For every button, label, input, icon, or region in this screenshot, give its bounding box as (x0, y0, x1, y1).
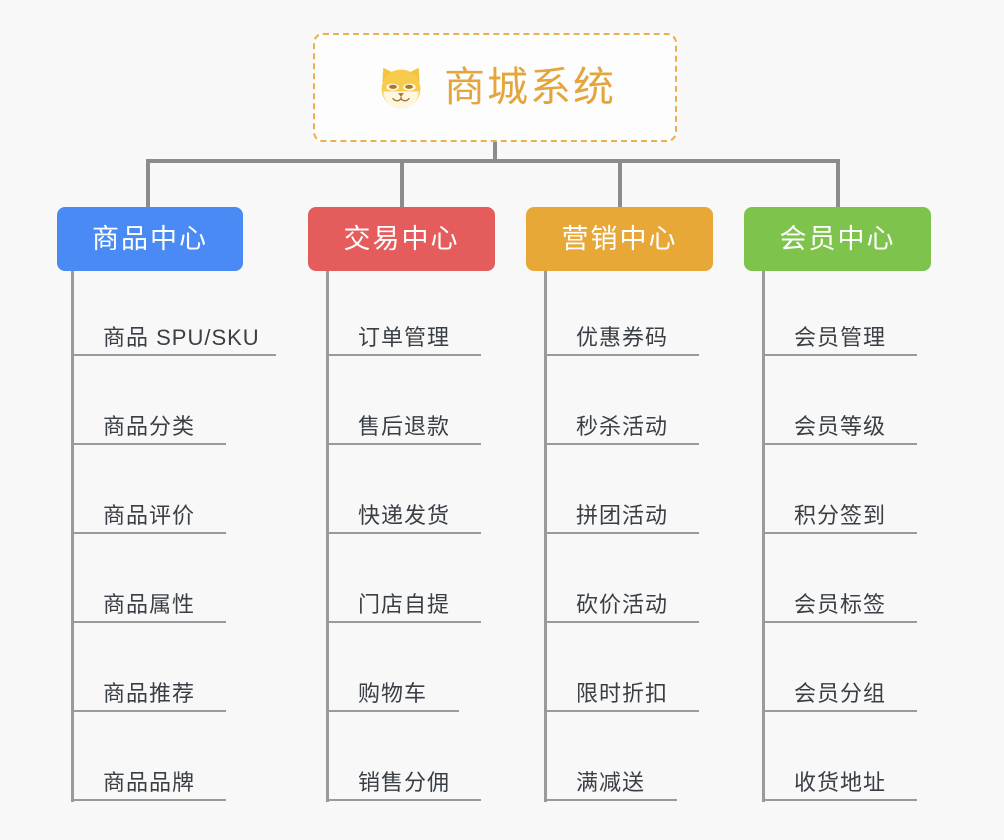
leaf-label: 优惠券码 (576, 324, 669, 350)
leaf-item-4-3[interactable]: 积分签到 (762, 466, 917, 534)
leaf-item-2-3[interactable]: 快递发货 (326, 466, 481, 534)
leaf-label: 满减送 (576, 769, 646, 795)
leaf-label: 商品 SPU/SKU (103, 324, 260, 350)
leaf-label: 积分签到 (794, 502, 887, 528)
category-label-1: 商品中心 (92, 223, 208, 254)
leaf-item-3-4[interactable]: 砍价活动 (544, 555, 699, 623)
leaf-item-2-6[interactable]: 销售分佣 (326, 733, 481, 801)
leaf-label: 拼团活动 (576, 502, 669, 528)
leaf-label: 商品推荐 (103, 680, 196, 706)
category-box-会员中心[interactable]: 会员中心 (744, 207, 931, 271)
connector-root-stem (493, 142, 497, 162)
root-node-商城系统[interactable]: 商城系统 (313, 33, 677, 142)
leaf-label: 快递发货 (358, 502, 451, 528)
leaf-item-1-4[interactable]: 商品属性 (71, 555, 226, 623)
leaf-item-4-6[interactable]: 收货地址 (762, 733, 917, 801)
leaf-label: 限时折扣 (576, 680, 669, 706)
branch-trunk-4 (762, 271, 765, 802)
leaf-item-3-1[interactable]: 优惠券码 (544, 288, 699, 356)
leaf-item-4-1[interactable]: 会员管理 (762, 288, 917, 356)
connector-drop-4 (836, 159, 840, 207)
leaf-label: 会员分组 (794, 680, 887, 706)
leaf-label: 会员标签 (794, 591, 887, 617)
connector-drop-3 (618, 159, 622, 207)
leaf-item-3-6[interactable]: 满减送 (544, 733, 677, 801)
category-label-4: 会员中心 (779, 223, 896, 254)
leaf-label: 购物车 (358, 680, 428, 706)
leaf-item-3-5[interactable]: 限时折扣 (544, 644, 699, 712)
category-box-交易中心[interactable]: 交易中心 (308, 207, 495, 271)
root-title: 商城系统 (444, 64, 616, 110)
leaf-item-1-5[interactable]: 商品推荐 (71, 644, 226, 712)
leaf-label: 会员等级 (794, 413, 887, 439)
leaf-label: 销售分佣 (358, 769, 451, 795)
leaf-label: 售后退款 (358, 413, 451, 439)
leaf-label: 门店自提 (358, 591, 451, 617)
category-label-3: 营销中心 (561, 223, 678, 254)
leaf-item-4-2[interactable]: 会员等级 (762, 377, 917, 445)
leaf-item-3-3[interactable]: 拼团活动 (544, 466, 699, 534)
connector-drop-1 (146, 159, 150, 207)
branch-trunk-1 (71, 271, 74, 802)
leaf-item-2-1[interactable]: 订单管理 (326, 288, 481, 356)
leaf-label: 商品品牌 (103, 769, 196, 795)
category-label-2: 交易中心 (343, 223, 460, 254)
leaf-item-3-2[interactable]: 秒杀活动 (544, 377, 699, 445)
branch-trunk-2 (326, 271, 329, 802)
leaf-item-1-3[interactable]: 商品评价 (71, 466, 226, 534)
leaf-label: 收货地址 (794, 769, 887, 795)
connector-horizontal-bus (148, 159, 840, 163)
category-box-商品中心[interactable]: 商品中心 (57, 207, 243, 271)
leaf-label: 商品属性 (103, 591, 196, 617)
leaf-item-4-4[interactable]: 会员标签 (762, 555, 917, 623)
leaf-label: 商品评价 (103, 502, 196, 528)
leaf-label: 商品分类 (103, 413, 196, 439)
leaf-label: 会员管理 (794, 324, 887, 350)
leaf-item-1-2[interactable]: 商品分类 (71, 377, 226, 445)
leaf-label: 秒杀活动 (576, 413, 669, 439)
leaf-item-2-4[interactable]: 门店自提 (326, 555, 481, 623)
connector-drop-2 (400, 159, 404, 207)
shiba-dog-face-icon (381, 67, 421, 109)
leaf-label: 订单管理 (358, 324, 451, 350)
leaf-item-4-5[interactable]: 会员分组 (762, 644, 917, 712)
leaf-item-2-2[interactable]: 售后退款 (326, 377, 481, 445)
leaf-item-1-1[interactable]: 商品 SPU/SKU (71, 288, 276, 356)
leaf-item-2-5[interactable]: 购物车 (326, 644, 459, 712)
category-box-营销中心[interactable]: 营销中心 (526, 207, 713, 271)
branch-trunk-3 (544, 271, 547, 802)
leaf-item-1-6[interactable]: 商品品牌 (71, 733, 226, 801)
leaf-label: 砍价活动 (576, 591, 669, 617)
